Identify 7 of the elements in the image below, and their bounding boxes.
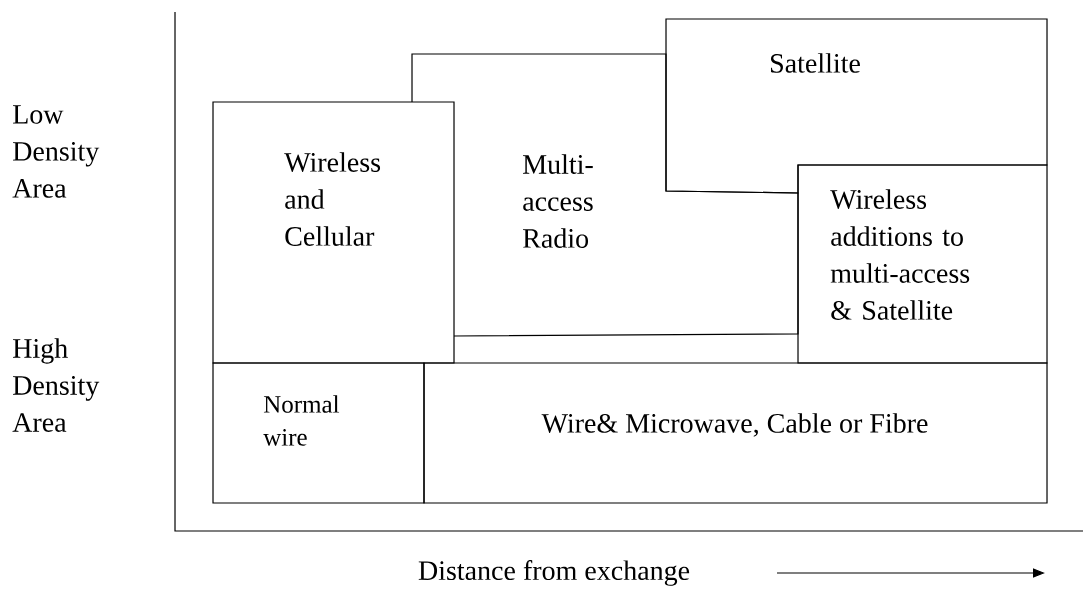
region-box: Wireless and Cellular <box>212 101 455 364</box>
region-box: Wire& Microwave, Cable or Fibre <box>423 362 1048 504</box>
axis-label: Low Density Area <box>12 105 100 198</box>
axis-label: High Density Area <box>12 338 100 432</box>
axis-label: Distance from exchange <box>418 560 690 586</box>
region-box: Normal wire <box>212 362 425 504</box>
region-box: Wireless additions to multi-access & Satellite <box>797 164 1048 364</box>
